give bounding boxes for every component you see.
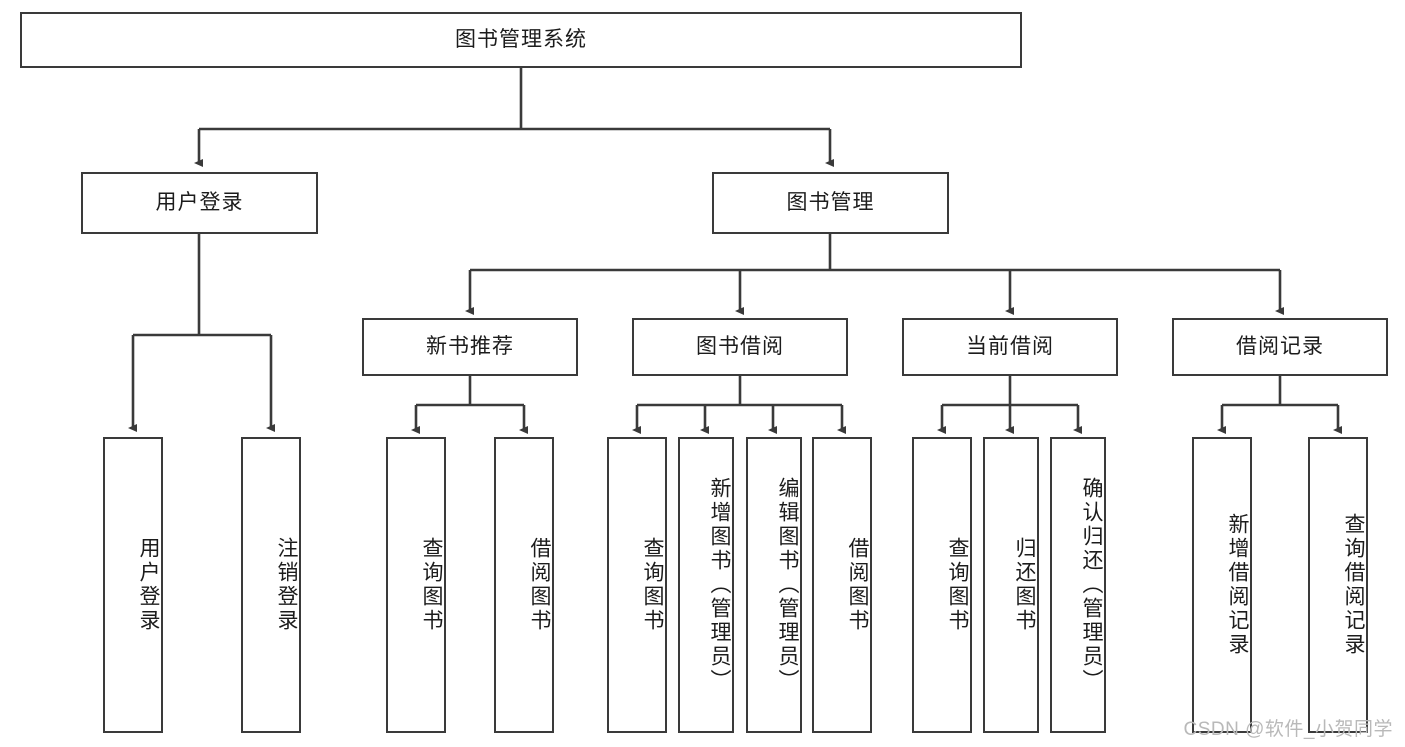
node-user-login[interactable]: 用户登录: [81, 172, 318, 234]
node-new-book-recommend[interactable]: 新书推荐: [362, 318, 578, 376]
node-label: 图书管理系统: [455, 27, 587, 51]
leaf-current-borrow-query[interactable]: 查询图书: [912, 437, 972, 733]
leaf-new-book-borrow[interactable]: 借阅图书: [494, 437, 554, 733]
node-label: 确认归还（管理员）: [1080, 477, 1103, 693]
node-label: 新书推荐: [426, 334, 514, 358]
node-root-system[interactable]: 图书管理系统: [20, 12, 1022, 68]
node-label: 新增图书（管理员）: [708, 477, 731, 693]
node-label: 编辑图书（管理员）: [776, 477, 799, 693]
node-book-borrow[interactable]: 图书借阅: [632, 318, 848, 376]
leaf-borrow-record-query[interactable]: 查询借阅记录: [1308, 437, 1368, 733]
node-label: 查询图书: [420, 537, 443, 633]
node-label: 图书借阅: [696, 334, 784, 358]
csdn-watermark: CSDN @软件_小贺同学: [1183, 719, 1393, 740]
node-label: 借阅图书: [846, 537, 869, 633]
leaf-book-borrow-edit[interactable]: 编辑图书（管理员）: [746, 437, 802, 733]
leaf-current-borrow-confirm-return[interactable]: 确认归还（管理员）: [1050, 437, 1106, 733]
node-label: 当前借阅: [966, 334, 1054, 358]
leaf-new-book-query[interactable]: 查询图书: [386, 437, 446, 733]
node-label: 注销登录: [275, 537, 298, 633]
node-current-borrow[interactable]: 当前借阅: [902, 318, 1118, 376]
leaf-user-login-login[interactable]: 用户登录: [103, 437, 163, 733]
node-label: 图书管理: [786, 190, 875, 214]
node-label: 新增借阅记录: [1226, 513, 1249, 657]
node-label: 借阅图书: [528, 537, 551, 633]
node-borrow-record[interactable]: 借阅记录: [1172, 318, 1388, 376]
node-label: 查询图书: [641, 537, 664, 633]
node-label: 借阅记录: [1236, 334, 1324, 358]
node-label: 用户登录: [137, 537, 160, 633]
leaf-borrow-record-add[interactable]: 新增借阅记录: [1192, 437, 1252, 733]
leaf-book-borrow-add[interactable]: 新增图书（管理员）: [678, 437, 734, 733]
node-label: 查询图书: [946, 537, 969, 633]
leaf-book-borrow-borrow[interactable]: 借阅图书: [812, 437, 872, 733]
node-label: 归还图书: [1013, 537, 1036, 633]
leaf-current-borrow-return[interactable]: 归还图书: [983, 437, 1039, 733]
node-book-management[interactable]: 图书管理: [712, 172, 949, 234]
node-label: 查询借阅记录: [1342, 513, 1365, 657]
leaf-user-login-logout[interactable]: 注销登录: [241, 437, 301, 733]
leaf-book-borrow-query[interactable]: 查询图书: [607, 437, 667, 733]
node-label: 用户登录: [155, 190, 244, 214]
